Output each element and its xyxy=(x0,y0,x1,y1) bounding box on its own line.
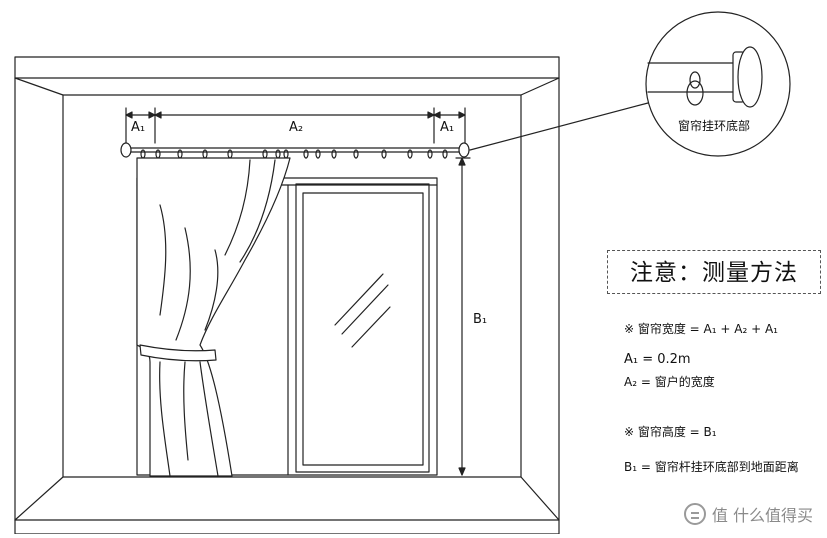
recess-corner-tl xyxy=(14,77,64,96)
watermark: 值 什么值得买 xyxy=(683,502,813,526)
note-title-box: 注意：测量方法 xyxy=(607,250,821,294)
recess-corner-br xyxy=(520,476,560,521)
dim-a2-label: A₂ xyxy=(289,120,304,135)
callout-circle xyxy=(645,11,791,157)
curtain-drape xyxy=(136,157,291,477)
callout-rod-detail xyxy=(647,46,763,108)
width-formula: ※ 窗帘宽度 = A₁ + A₂ + A₁ xyxy=(624,322,778,336)
rod-end-left xyxy=(120,142,132,158)
glass-glare-1 xyxy=(334,273,384,326)
curtain-tieback xyxy=(139,344,217,362)
dim-a1-left-label: A₁ xyxy=(131,120,146,135)
glass-panel xyxy=(295,183,430,473)
dim-b1-label: B₁ xyxy=(473,312,488,327)
curtain-rings xyxy=(140,149,448,159)
a2-definition: A₂ = 窗户的宽度 xyxy=(624,375,715,389)
rod-end-right xyxy=(458,142,470,158)
dim-a1-right-label: A₁ xyxy=(440,120,455,135)
window-recess xyxy=(62,94,522,478)
glass-glare-3 xyxy=(351,306,391,348)
note-title: 注意：测量方法 xyxy=(630,260,798,286)
wall-outer-frame xyxy=(14,56,560,535)
callout-label: 窗帘挂环底部 xyxy=(678,119,751,133)
recess-corner-bl xyxy=(14,476,64,521)
height-formula: ※ 窗帘高度 = B₁ xyxy=(624,425,717,439)
callout-leader xyxy=(469,102,649,151)
recess-corner-tr xyxy=(520,77,560,96)
glass-glare-2 xyxy=(341,284,389,335)
b1-definition: B₁ = 窗帘杆挂环底部到地面距离 xyxy=(624,460,799,474)
watermark-logo-icon xyxy=(683,503,706,525)
watermark-text: 值 什么值得买 xyxy=(711,506,813,525)
a1-definition: A₁ = 0.2m xyxy=(624,352,691,367)
